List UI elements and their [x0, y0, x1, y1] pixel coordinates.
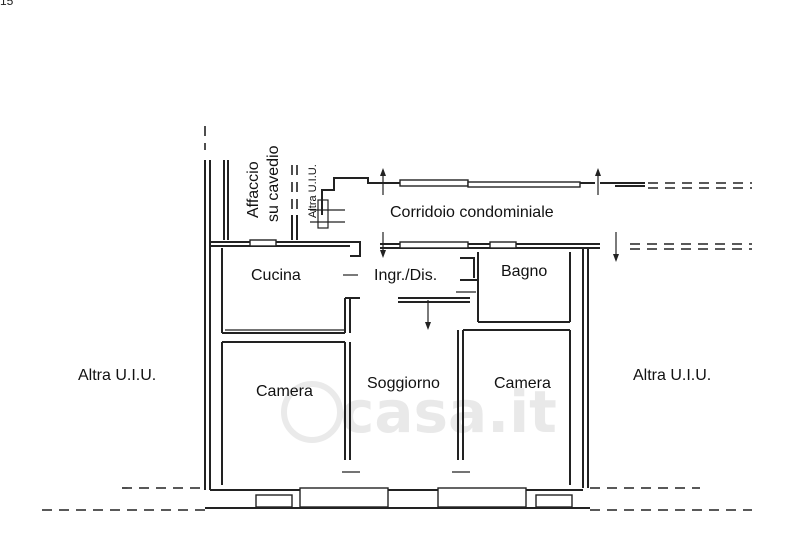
left-bedroom-walls [221, 341, 360, 485]
altra-uiu-vertical-label: Altra U.I.U. [307, 164, 319, 218]
left-exterior-wall [204, 126, 211, 490]
ingresso-label: Ingr./Dis. [374, 267, 437, 284]
right-bedroom-walls [452, 329, 571, 485]
right-exterior-wall [582, 248, 589, 488]
kitchen-walls [221, 248, 360, 334]
casa-it-watermark: casa.it [281, 378, 557, 446]
corridor-top-wall [321, 177, 752, 215]
entry-walls [398, 257, 478, 303]
bathroom-walls [477, 252, 571, 323]
corridor-arrows [380, 168, 619, 330]
watermark-text: casa.it [340, 378, 557, 446]
soggiorno-label: Soggiorno [367, 375, 440, 392]
cavedio-walls [223, 160, 298, 240]
cucina-label: Cucina [251, 267, 301, 284]
corridor-bottom-wall [210, 239, 752, 257]
bottom-facade [42, 487, 752, 511]
camera-right-label: Camera [494, 375, 551, 392]
affaccio-label-line2: su cavedio [265, 145, 282, 222]
bagno-label: Bagno [501, 263, 547, 280]
corridoio-label: Corridoio condominiale [390, 204, 554, 221]
altra-uiu-right-label: Altra U.I.U. [633, 367, 711, 384]
altra-uiu-left-label: Altra U.I.U. [78, 367, 156, 384]
corner-mark: 15 [0, 0, 14, 8]
camera-left-label: Camera [256, 383, 313, 400]
affaccio-label-line1: Affaccio [245, 161, 262, 218]
